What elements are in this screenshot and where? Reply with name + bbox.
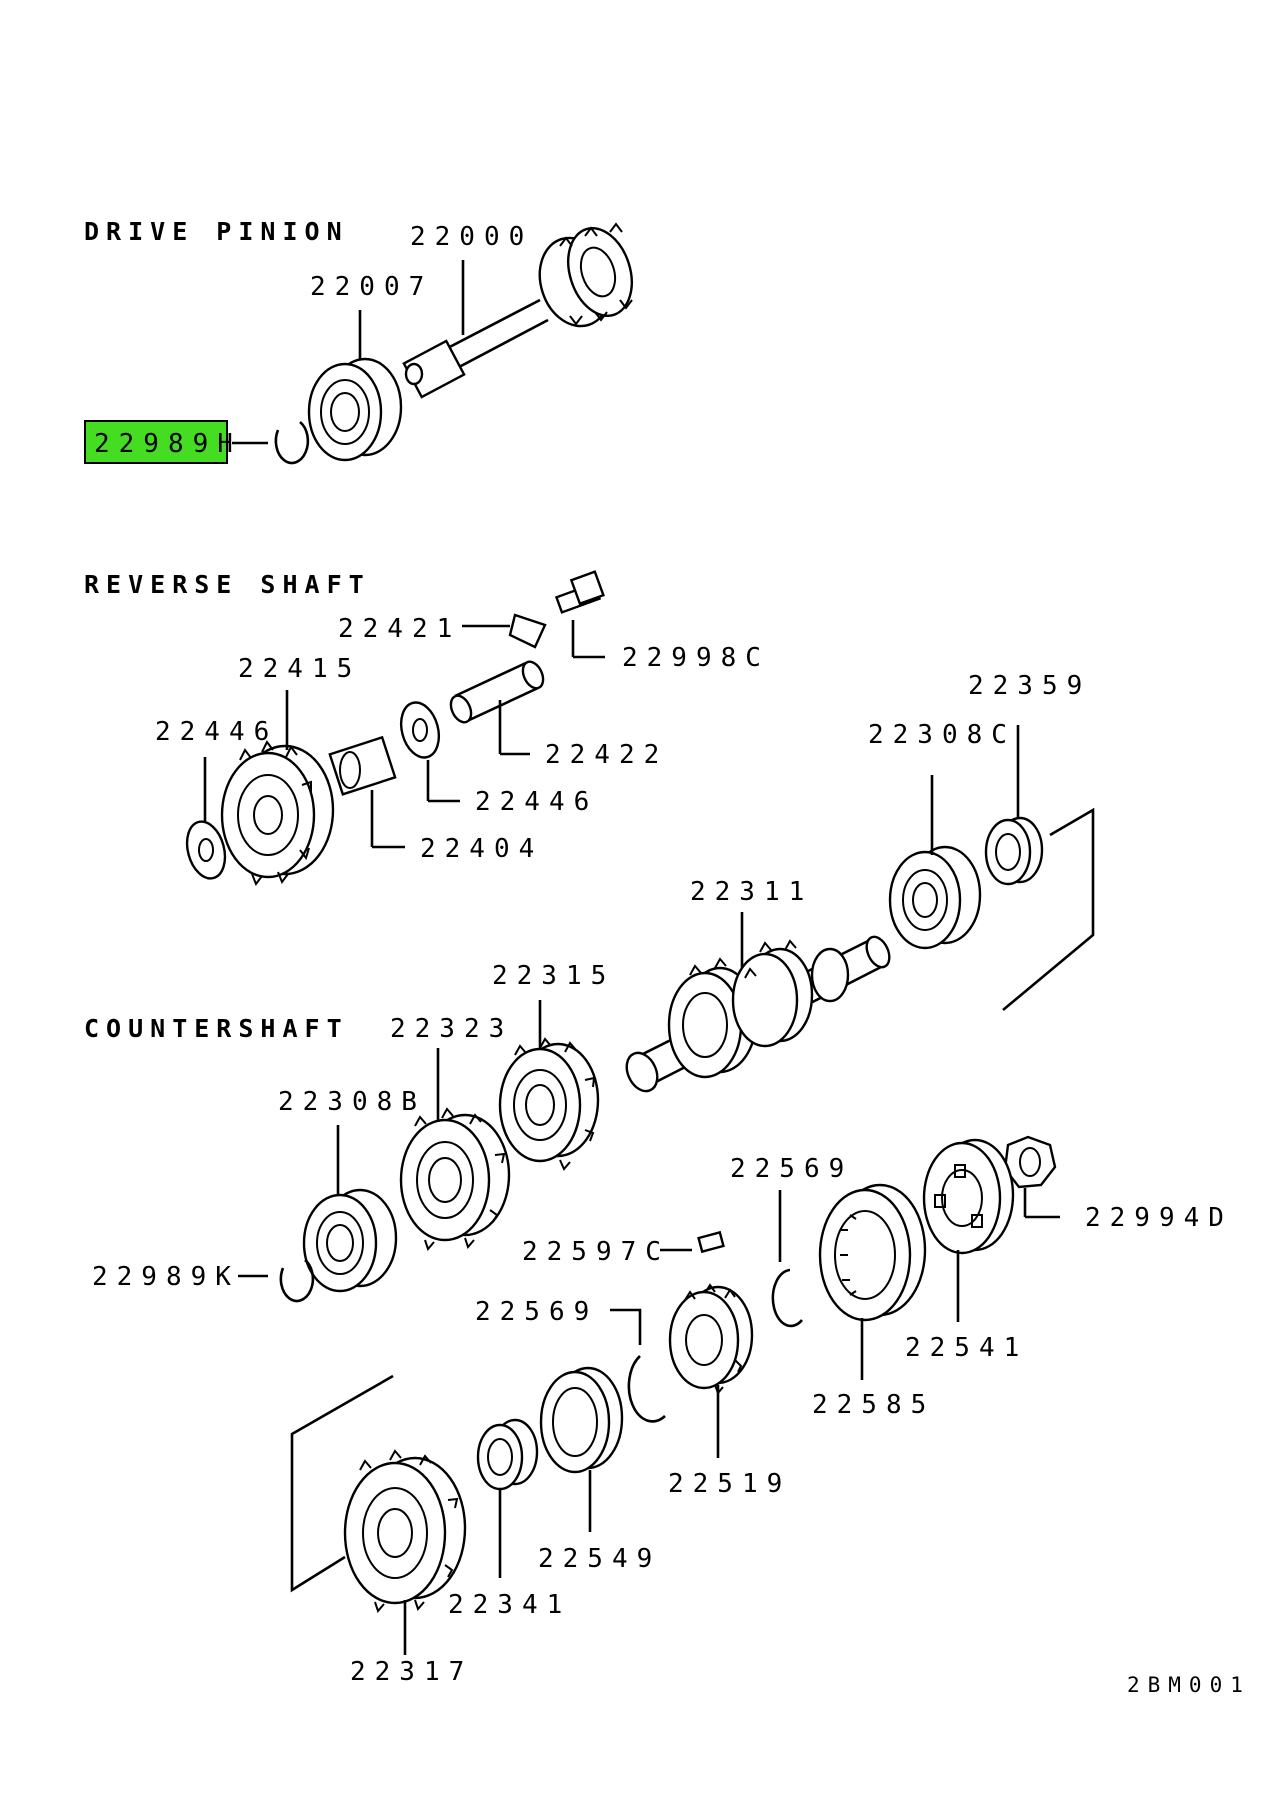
- label-22519: 22519: [668, 1469, 791, 1499]
- countershaft-ring-22359[interactable]: [984, 816, 1044, 886]
- synchronizer-sleeve-22585[interactable]: [818, 1183, 927, 1322]
- snap-ring-22989k[interactable]: [279, 1258, 315, 1303]
- label-22994d: 22994D: [1085, 1203, 1233, 1233]
- countershaft-bearing-b[interactable]: [302, 1188, 398, 1293]
- label-22585: 22585: [812, 1390, 935, 1420]
- shift-key-22597c[interactable]: [697, 1230, 725, 1254]
- label-22315: 22315: [492, 961, 615, 991]
- label-22404: 22404: [420, 834, 543, 864]
- thrust-washer-lower[interactable]: [181, 817, 231, 882]
- label-22541: 22541: [905, 1333, 1028, 1363]
- snap-ring-22569-upper[interactable]: [771, 1268, 804, 1328]
- bolt-22998c[interactable]: [554, 570, 605, 614]
- cut-line-left: [290, 1374, 394, 1593]
- countershaft-gear-22315[interactable]: [498, 1037, 600, 1171]
- needle-bearing-22404[interactable]: [328, 735, 397, 796]
- label-22007: 22007: [310, 272, 433, 302]
- synchro-gear-22519[interactable]: [668, 1283, 754, 1395]
- label-22421: 22421: [338, 614, 461, 644]
- label-22446-a: 22446: [155, 717, 278, 747]
- label-22549: 22549: [538, 1544, 661, 1574]
- snap-ring-22569-lower[interactable]: [627, 1355, 666, 1423]
- label-22323: 22323: [390, 1014, 513, 1044]
- drive-pinion-shaft[interactable]: [402, 220, 643, 399]
- label-22569-b: 22569: [475, 1297, 598, 1327]
- label-22597c: 22597C: [522, 1237, 670, 1267]
- label-22415: 22415: [238, 654, 361, 684]
- label-22359: 22359: [968, 671, 1091, 701]
- section-title-reverse-shaft: REVERSE SHAFT: [84, 570, 371, 599]
- label-22308c: 22308C: [868, 720, 1016, 750]
- label-22989k: 22989K: [92, 1262, 240, 1292]
- bushing-22341[interactable]: [476, 1418, 539, 1491]
- countershaft-bearing-c[interactable]: [888, 845, 982, 950]
- label-22311: 22311: [690, 877, 813, 907]
- drawing-code: 2BM001: [1127, 1673, 1251, 1697]
- section-title-countershaft: COUNTERSHAFT: [84, 1014, 349, 1043]
- synchronizer-hub-22541[interactable]: [922, 1138, 1015, 1255]
- label-22569-a: 22569: [730, 1154, 853, 1184]
- snap-ring-22989h[interactable]: [274, 420, 310, 465]
- label-22000: 22000: [410, 222, 533, 252]
- drive-pinion-bearing[interactable]: [307, 357, 403, 462]
- countershaft-gear-22323[interactable]: [399, 1107, 511, 1251]
- cut-line-right: [1002, 807, 1095, 1011]
- label-22998c: 22998C: [622, 643, 770, 673]
- label-22422: 22422: [545, 740, 668, 770]
- label-22308b: 22308B: [278, 1087, 426, 1117]
- thrust-washer-upper[interactable]: [395, 698, 444, 761]
- label-22341: 22341: [448, 1590, 571, 1620]
- label-22317: 22317: [350, 1657, 473, 1687]
- section-title-drive-pinion: DRIVE PINION: [84, 217, 349, 246]
- label-22446-b: 22446: [475, 787, 598, 817]
- countershaft-22311[interactable]: [621, 933, 894, 1096]
- countershaft-gear-22317[interactable]: [343, 1449, 467, 1613]
- reverse-idler-shaft[interactable]: [447, 659, 547, 726]
- lock-plate[interactable]: [508, 613, 547, 649]
- synchronizer-ring-22549[interactable]: [539, 1366, 624, 1474]
- label-22989h[interactable]: 22989H: [94, 429, 242, 459]
- reverse-idler-gear[interactable]: [220, 740, 335, 887]
- highlight-22989h[interactable]: [84, 420, 228, 464]
